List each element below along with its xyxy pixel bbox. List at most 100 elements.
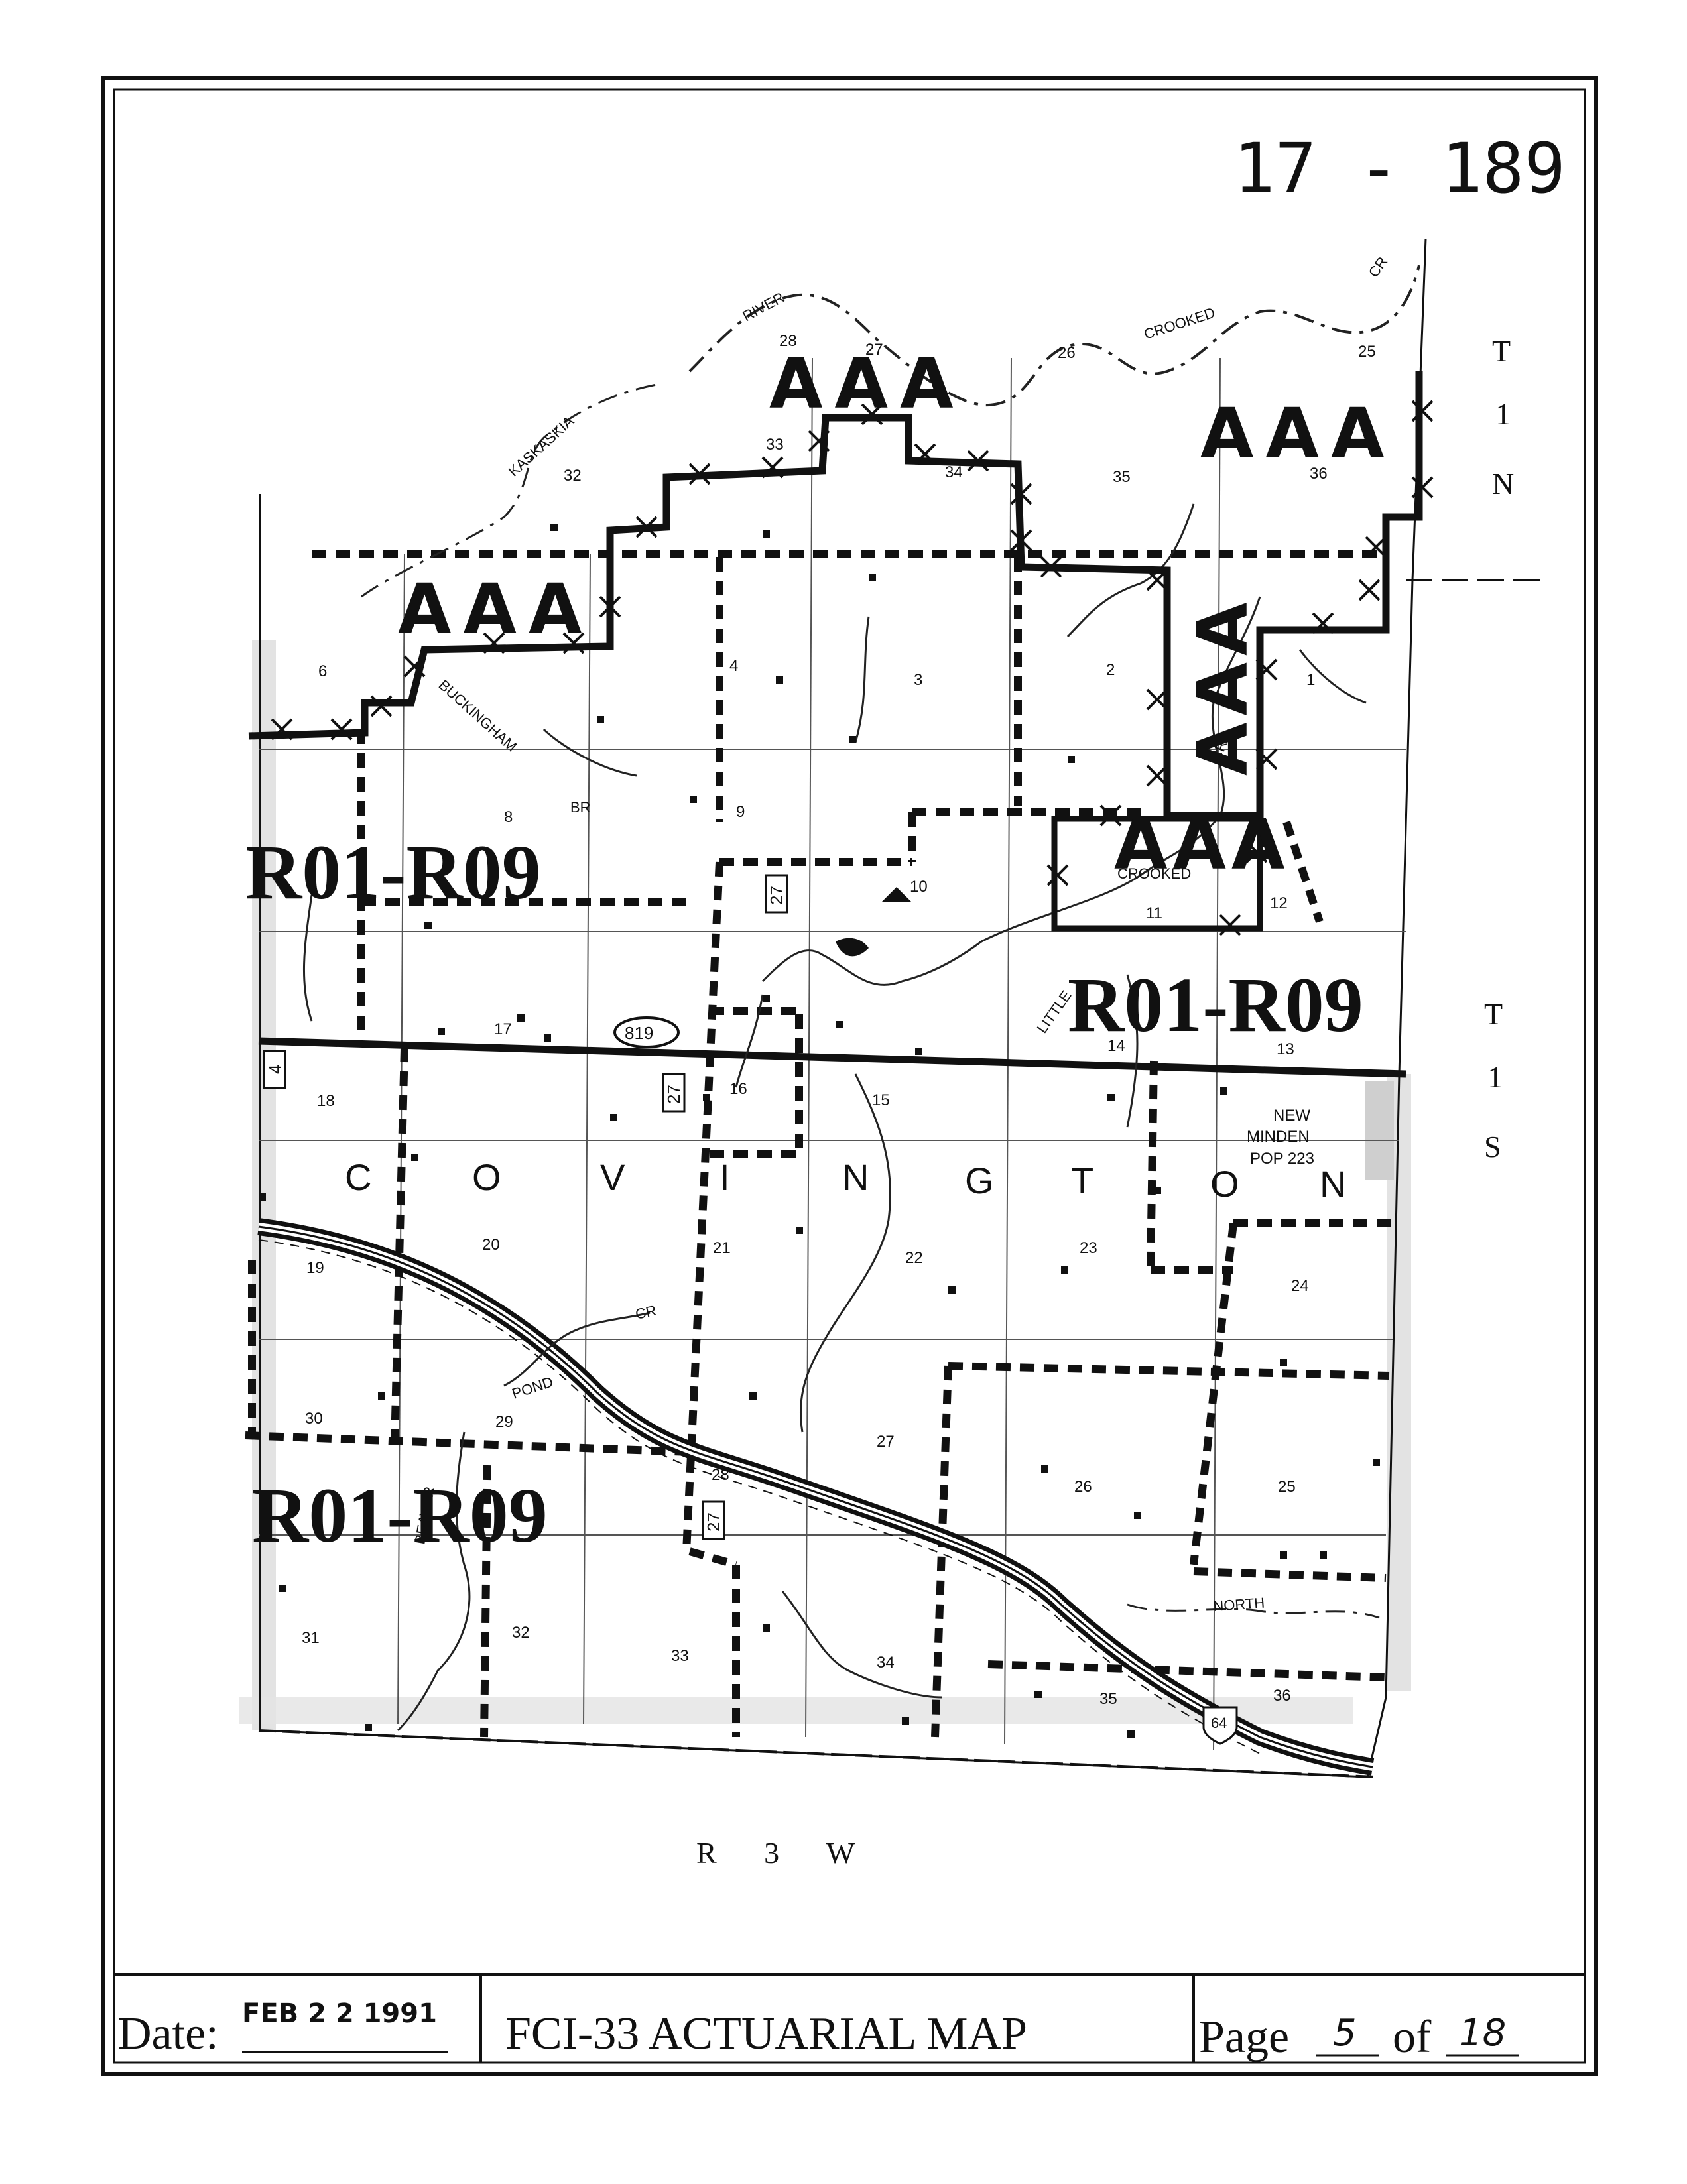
svg-text:27: 27: [865, 341, 883, 359]
rating-zone-boundary: [248, 371, 1423, 819]
svg-text:POP 223: POP 223: [1250, 1150, 1314, 1168]
svg-text:34: 34: [877, 1654, 895, 1671]
svg-text:64: 64: [1211, 1715, 1227, 1731]
page-label: Page: [1199, 2012, 1289, 2063]
svg-text:36: 36: [1273, 1687, 1291, 1705]
svg-text:36: 36: [1310, 465, 1328, 483]
streams: [302, 265, 1420, 1732]
map-title: FCI-33 ACTUARIAL MAP: [505, 2008, 1027, 2059]
interstate-64-shield: 64: [1202, 1706, 1238, 1745]
svg-text:AAA: AAA: [1182, 596, 1263, 776]
svg-text:AAA: AAA: [398, 569, 594, 650]
svg-text:20: 20: [482, 1236, 500, 1254]
svg-text:BR: BR: [570, 799, 591, 816]
section-numbers-south: 18 16 15 20 21 22 23 19 24 30 29 27 28 2…: [302, 1080, 1309, 1708]
route-27-shield-b: 27: [662, 1073, 686, 1113]
svg-text:9: 9: [736, 803, 745, 821]
svg-text:34: 34: [945, 463, 963, 481]
svg-text:27: 27: [877, 1433, 895, 1451]
svg-text:13: 13: [1277, 1040, 1294, 1058]
svg-text:RIVER: RIVER: [740, 289, 787, 325]
svg-text:R01-R09: R01-R09: [1068, 961, 1363, 1048]
svg-text:27: 27: [704, 1512, 723, 1532]
svg-text:33: 33: [671, 1647, 689, 1665]
footer: Date: FEB 2 2 1991 FCI-33 ACTUARIAL MAP …: [114, 1973, 1585, 2063]
svg-text:25: 25: [1278, 1478, 1296, 1496]
svg-text:25: 25: [1358, 343, 1376, 361]
svg-text:30: 30: [305, 1410, 323, 1427]
date-label: Date:: [118, 2008, 219, 2059]
svg-text:T: T: [1071, 1160, 1096, 1201]
svg-text:AAA: AAA: [1200, 393, 1396, 474]
state-highway: [258, 1037, 1406, 1078]
svg-text:2: 2: [1106, 661, 1115, 679]
svg-text:11: 11: [1146, 904, 1162, 922]
township-name-covington: C O V I N G T O N: [345, 1156, 1349, 1205]
svg-text:6: 6: [318, 662, 327, 680]
svg-text:19: 19: [306, 1259, 324, 1277]
svg-text:12: 12: [1270, 894, 1288, 912]
svg-text:N: N: [842, 1156, 871, 1198]
svg-text:1: 1: [1495, 397, 1511, 431]
boundary-x-markers: [271, 400, 1434, 936]
page-total: 18: [1459, 2012, 1506, 2055]
svg-text:16: 16: [729, 1080, 747, 1098]
svg-text:G: G: [965, 1160, 997, 1201]
svg-text:26: 26: [1074, 1478, 1092, 1496]
svg-text:N: N: [1492, 467, 1514, 501]
svg-text:O: O: [472, 1156, 504, 1198]
svg-text:C: C: [345, 1156, 374, 1198]
route-4-shield: 4: [263, 1050, 286, 1089]
map-number: 17 - 189: [1233, 128, 1566, 209]
date-stamp: FEB 2 2 1991: [242, 1998, 437, 2029]
svg-text:I: I: [719, 1156, 733, 1198]
svg-text:R01-R09: R01-R09: [245, 829, 541, 916]
section-numbers-north: 28 27 26 25 32 33 34 35 36 6 4 3 2 1 8 9…: [318, 332, 1376, 1058]
township-north-label: T 1 N: [1492, 334, 1514, 501]
svg-text:MINDEN: MINDEN: [1247, 1128, 1310, 1146]
page-number: 5: [1333, 2012, 1357, 2055]
svg-text:BUCKINGHAM: BUCKINGHAM: [436, 676, 521, 755]
svg-text:819: 819: [625, 1023, 653, 1043]
svg-text:33: 33: [766, 436, 784, 454]
svg-text:R01-R09: R01-R09: [252, 1472, 548, 1559]
svg-text:AAA: AAA: [769, 343, 965, 424]
svg-text:32: 32: [512, 1624, 530, 1642]
svg-text:15: 15: [872, 1091, 890, 1109]
township-south-label: T 1 S: [1484, 997, 1503, 1164]
aaa-zone-labels: AAA AAA AAA AAA AAA: [398, 343, 1396, 885]
svg-text:O: O: [1210, 1163, 1242, 1205]
svg-text:3: 3: [914, 671, 922, 689]
svg-text:CR: CR: [1365, 253, 1391, 280]
svg-text:31: 31: [302, 1629, 320, 1647]
svg-text:4: 4: [265, 1065, 285, 1074]
svg-text:14: 14: [1107, 1037, 1125, 1055]
svg-text:28: 28: [779, 332, 797, 350]
interstate-64: [257, 1218, 1375, 1776]
of-label: of: [1393, 2012, 1432, 2063]
svg-text:NORTH: NORTH: [1213, 1595, 1265, 1614]
svg-text:26: 26: [1058, 344, 1076, 362]
inner-frame: [113, 88, 1586, 2064]
svg-text:8: 8: [504, 808, 513, 826]
svg-text:18: 18: [317, 1092, 335, 1110]
svg-text:32: 32: [564, 467, 582, 485]
svg-text:S: S: [1484, 1130, 1501, 1164]
svg-text:27: 27: [664, 1085, 684, 1104]
svg-text:1: 1: [1487, 1060, 1503, 1094]
svg-text:AAA: AAA: [1114, 804, 1290, 885]
svg-text:21: 21: [713, 1239, 731, 1257]
svg-text:35: 35: [1099, 1690, 1117, 1708]
rate-zone-labels: R01-R09 R01-R09 R01-R09: [245, 829, 1363, 1559]
svg-text:22: 22: [905, 1249, 923, 1267]
route-27-shield-a: 27: [765, 874, 788, 914]
svg-text:N: N: [1320, 1163, 1349, 1205]
svg-text:T: T: [1484, 997, 1503, 1031]
svg-text:27: 27: [767, 886, 786, 905]
svg-text:NEW: NEW: [1273, 1107, 1310, 1124]
svg-text:28: 28: [712, 1466, 729, 1484]
svg-text:35: 35: [1113, 468, 1131, 486]
svg-text:CR: CR: [634, 1302, 658, 1323]
building-dots: [259, 524, 1380, 1738]
